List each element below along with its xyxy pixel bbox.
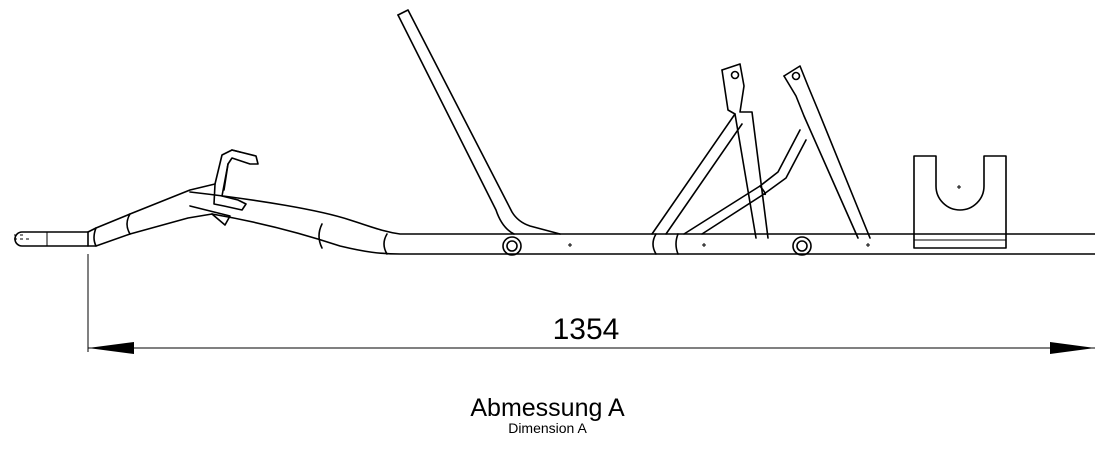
center-marks (568, 185, 961, 247)
rear-bracket (913, 155, 1007, 249)
strut-left (651, 63, 807, 239)
dimension-line (87, 254, 1095, 354)
strut-right (783, 65, 871, 239)
main-tube (189, 191, 1095, 255)
front-arm (87, 183, 231, 247)
backrest-tube (397, 9, 561, 235)
dimension-value: 1354 (553, 313, 620, 346)
front-rod-end (14, 231, 89, 247)
caption-english: Dimension A (508, 420, 587, 436)
spine-bosses (502, 236, 812, 256)
front-bracket (213, 149, 259, 211)
caption-german: Abmessung A (470, 394, 625, 422)
